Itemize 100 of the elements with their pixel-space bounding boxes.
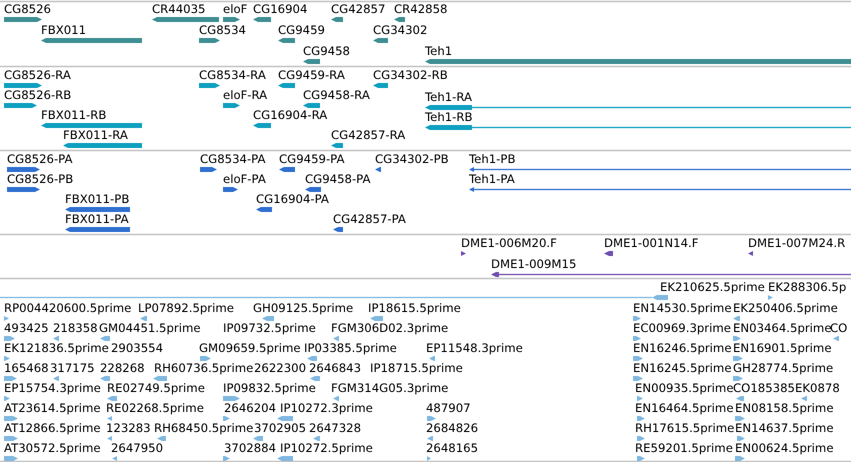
- feature-label: RP004420600.5prime: [4, 302, 132, 315]
- feature-label: 228268: [100, 362, 145, 375]
- feature-label: CG9458-PA: [305, 173, 370, 186]
- feature-label: EK210625.5prime: [660, 281, 765, 294]
- feature-label: CO: [830, 322, 848, 335]
- feature-label: EN00935.5prime: [635, 382, 734, 395]
- feature-label: FGM306D02.3prime: [331, 322, 448, 335]
- feature-label: 2647950: [111, 442, 164, 455]
- feature-label: DME1-009M15: [491, 258, 576, 271]
- feature-label: CG34302-PB: [375, 153, 449, 166]
- feature-label: IP03385.5prime: [304, 342, 397, 355]
- feature-label: CG8534-PA: [200, 153, 266, 166]
- feature-label: FBX011: [41, 24, 86, 37]
- feature-label: AT30572.5prime: [4, 442, 101, 455]
- feature-label: IP18615.5prime: [368, 302, 461, 315]
- feature-label: CG42857-PA: [333, 213, 406, 226]
- feature-label: CG9459: [278, 24, 325, 37]
- feature-label: Teh1-RB: [425, 111, 473, 124]
- feature-label: EC00969.3prime: [633, 322, 731, 335]
- feature-label: RE02749.5prime: [107, 382, 205, 395]
- feature-label: 3702884: [224, 442, 276, 455]
- feature-label: EN14637.5prime: [735, 422, 834, 435]
- feature-label: Teh1-RA: [425, 91, 472, 104]
- feature-label: IP18715.5prime: [370, 362, 463, 375]
- feature-label: eloF: [223, 3, 248, 16]
- feature-label: RH68450.5prime: [154, 422, 254, 435]
- feature-label: CG8526-PA: [7, 153, 72, 166]
- feature-label: CG8534: [199, 24, 246, 37]
- feature-label: EK121836.5prime: [4, 342, 109, 355]
- feature-label: EK250406.5prime: [733, 302, 838, 315]
- feature-label: EN16246.5prime: [633, 342, 732, 355]
- feature-label: EK0878: [795, 382, 840, 395]
- feature-label: EN16245.5prime: [633, 362, 732, 375]
- feature-label: GM04451.5prime: [99, 322, 201, 335]
- feature-label: CG9458: [303, 45, 350, 58]
- feature-label: EN16901.5prime: [733, 342, 832, 355]
- feature-label: CG9459-PA: [279, 153, 344, 166]
- feature-label: IP10272.3prime: [280, 402, 373, 415]
- feature-label: DME1-006M20.F: [461, 237, 557, 250]
- feature-label: FBX011-PA: [65, 213, 129, 226]
- feature-label: EN14530.5prime: [633, 302, 732, 315]
- feature-label: CR44035: [152, 3, 206, 16]
- feature-label: GM09659.5prime: [199, 342, 301, 355]
- feature-label: AT12866.5prime: [4, 422, 101, 435]
- feature-label: 317175: [50, 362, 95, 375]
- feature-label: EN16464.5prime: [635, 402, 734, 415]
- feature-label: 2646204: [224, 402, 276, 415]
- feature-label: 2622300: [254, 362, 306, 375]
- feature-label: 165468: [4, 362, 49, 375]
- feature-label: CG16904-PA: [256, 193, 329, 206]
- feature-label: CO185385: [733, 382, 795, 395]
- feature-label: CG8526-PB: [7, 173, 74, 186]
- feature-label: EP15754.3prime: [4, 382, 101, 395]
- feature-label: CG9458-RA: [303, 89, 370, 102]
- feature-label: LP07892.5prime: [138, 302, 234, 315]
- feature-label: Teh1-PB: [469, 153, 516, 166]
- feature-label: CG9459-RA: [278, 69, 345, 82]
- feature-label: EN00624.5prime: [735, 442, 834, 455]
- feature-label: EN03464.5prime: [733, 322, 832, 335]
- feature-label: AT23614.5prime: [4, 402, 101, 415]
- feature-label: Teh1-PA: [469, 173, 515, 186]
- feature-label: 2646843: [309, 362, 362, 375]
- feature-label: CG34302-RB: [373, 69, 448, 82]
- feature-label: RE02268.5prime: [106, 402, 204, 415]
- feature-label: RE59201.5prime: [635, 442, 733, 455]
- feature-label: eloF-RA: [223, 89, 268, 102]
- feature-label: CR42858: [394, 3, 448, 16]
- feature-label: IP09732.5prime: [223, 322, 316, 335]
- feature-label: eloF-PA: [223, 173, 266, 186]
- feature-label: EP11548.3prime: [426, 342, 523, 355]
- feature-label: IP10272.5prime: [280, 442, 373, 455]
- feature-label: 2684826: [426, 422, 478, 435]
- feature-label: 487907: [426, 402, 471, 415]
- feature-label: FBX011-RA: [63, 129, 128, 142]
- feature-label: IP09832.5prime: [223, 382, 316, 395]
- feature-label: CG8526: [4, 3, 51, 16]
- feature-label: Teh1: [425, 45, 452, 58]
- feature-label: FBX011-RB: [41, 109, 106, 122]
- feature-label: CG8526-RB: [4, 89, 72, 102]
- feature-label: GH28774.5prime: [733, 362, 834, 375]
- feature-label: 123283: [106, 422, 151, 435]
- feature-label: CG16904: [253, 3, 308, 16]
- feature-label: 2903554: [111, 342, 164, 355]
- feature-label: CG42857: [331, 3, 386, 16]
- feature-label: 3702905: [254, 422, 306, 435]
- feature-label: 2648165: [426, 442, 478, 455]
- feature-label: GH09125.5prime: [253, 302, 354, 315]
- feature-label: FGM314G05.3prime: [331, 382, 448, 395]
- feature-label: CG42857-RA: [331, 129, 406, 142]
- feature-label: 2647328: [309, 422, 362, 435]
- feature-label: DME1-007M24.R: [748, 237, 846, 250]
- feature-label: CG16904-RA: [253, 109, 328, 122]
- feature-label: FBX011-PB: [65, 193, 130, 206]
- feature-label: 218358: [53, 322, 98, 335]
- feature-label: EK288306.5p: [768, 281, 846, 294]
- feature-label: DME1-001N14.F: [604, 237, 698, 250]
- feature-label: CG8534-RA: [199, 69, 266, 82]
- feature-label: 493425: [4, 322, 49, 335]
- feature-label: EN08158.5prime: [735, 402, 834, 415]
- feature-label: RH60736.5prime: [154, 362, 254, 375]
